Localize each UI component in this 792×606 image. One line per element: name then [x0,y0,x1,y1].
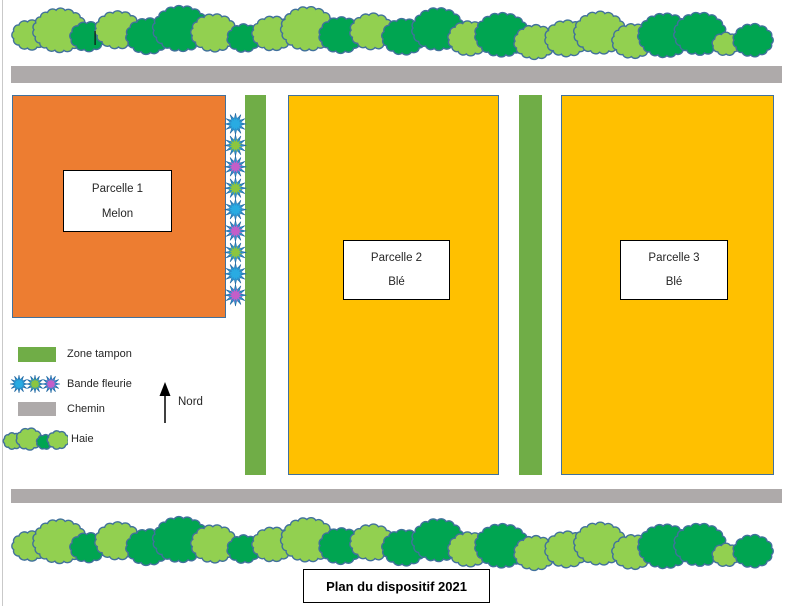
hedge-bush [226,23,262,53]
hedge-bush [190,13,238,53]
parcel-1-name: Parcelle 1 [91,182,144,195]
flower-icon [224,155,247,178]
parcel-2-crop: Blé [388,276,405,288]
hedge-bush [46,430,68,450]
haie-bushes-icon [2,427,68,451]
hedge-bush [447,531,491,568]
flower-icon [224,284,247,307]
hedge-bush [573,521,627,566]
hedge-bush [15,427,43,451]
hedge-bush [673,522,727,567]
hedge-bush [573,10,627,55]
hedge-bush [318,16,364,55]
hedge-bush [636,12,694,59]
hedge-bush [411,518,466,563]
parcel-3-label-box: Parcelle 3 Blé [620,240,728,300]
hedge-bush [474,522,530,569]
hedge-bush [611,534,655,571]
hedge-bush [94,10,142,50]
compass: Nord [150,379,203,425]
flower-strip [224,113,247,307]
legend-label: Bande fleurie [67,378,132,390]
hedge-bush [151,4,211,53]
hedge-bottom [11,515,774,572]
caret-artifact [94,31,96,45]
flower-icon [41,374,61,394]
hedge-bush [251,526,295,563]
flower-icon [224,134,247,157]
hedge-bush [673,11,727,56]
hedge-bush [279,6,337,52]
legend-item-bande-fleurie: Bande fleurie [0,371,132,397]
hedge-bush [226,534,262,564]
parcel-3-name: Parcelle 3 [648,252,700,264]
hedge-bush [474,11,530,58]
north-label: Nord [178,396,203,408]
hedge-bush [381,17,427,56]
legend-label: Chemin [67,403,105,415]
hedge-bush [69,21,107,53]
parcel-2-label-box: Parcelle 2 Blé [343,240,450,300]
hedge-bush [711,542,741,567]
hedge-bush [251,15,295,52]
hedge-bush [711,31,741,56]
hedge-bush [94,521,142,561]
hedge-top [11,4,774,61]
flower-icon [25,374,45,394]
flower-icon [9,374,29,394]
hedge-bush [513,534,557,572]
parcel-2-name: Parcelle 2 [370,252,423,264]
flower-icon [224,262,247,285]
hedge-bush [611,23,655,60]
hedge-bush [318,527,364,566]
hedge-bush [32,518,88,565]
hedge-bush [151,515,211,564]
parcel-1-label-box: Parcelle 1 Melon [63,170,172,232]
path-top [11,66,782,83]
flower-icon [224,241,247,264]
parcel-3-crop: Blé [665,276,683,288]
flower-icon [224,198,247,221]
hedge-bush [11,530,49,562]
hedge-bush [11,19,49,51]
hedge-bush [349,12,395,51]
parcel-1-crop: Melon [101,207,134,220]
hedge-bush [732,22,774,58]
hedge-bush [411,7,466,52]
legend-item-haie: Haie [0,424,94,454]
path-bottom [11,489,782,503]
hedge-bush [190,524,238,564]
page-edge-line [2,0,3,606]
hedge-bush [381,528,427,567]
zone-tampon-swatch [18,346,56,362]
flower-icon [224,113,247,135]
diagram-title: Plan du dispositif 2021 [326,578,467,594]
hedge-bush [544,530,590,569]
hedge-bush [125,17,171,56]
legend-item-zone-tampon: Zone tampon [0,342,132,366]
legend-item-chemin: Chemin [0,397,105,421]
diagram-title-box: Plan du dispositif 2021 [303,569,490,603]
hedge-bush [69,532,107,564]
hedge-bush [32,7,88,54]
hedge-bush [513,23,557,61]
hedge-bush [279,517,337,563]
hedge-bush [732,533,774,569]
flower-icon [224,220,247,242]
hedge-bush [447,20,491,57]
legend-label: Haie [71,433,94,445]
flower-icon [224,177,247,200]
hedge-bush [544,19,590,58]
buffer-strip-2 [519,95,542,475]
hedge-bush [636,523,694,570]
buffer-strip-1 [245,95,266,475]
legend-label: Zone tampon [67,348,132,360]
hedge-bush [125,528,171,567]
chemin-swatch [18,402,56,416]
hedge-bush [349,523,395,562]
north-arrow-icon [159,382,171,423]
bande-fleurie-flowers-icon [9,374,61,394]
